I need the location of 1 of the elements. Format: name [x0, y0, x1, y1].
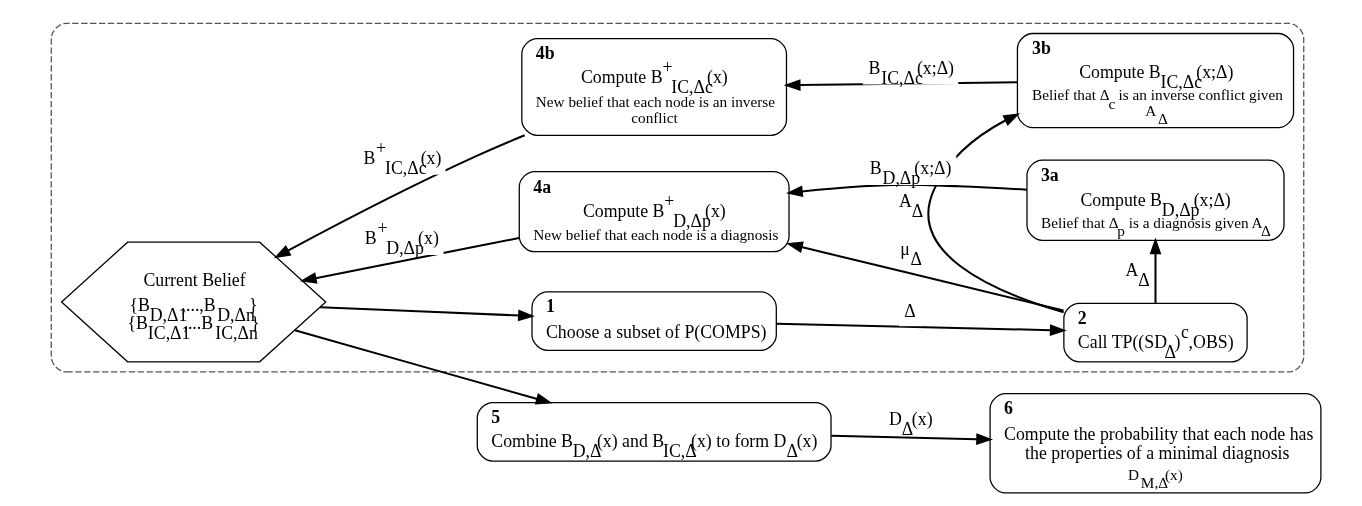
edge-label: Δ	[904, 300, 916, 321]
